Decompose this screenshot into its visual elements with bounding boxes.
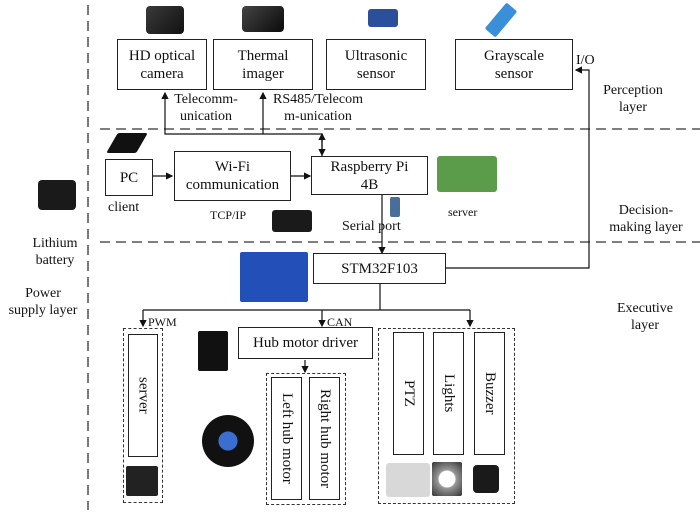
- server-caption: server: [448, 205, 478, 219]
- raspberry-pi-board-image: [437, 156, 497, 192]
- tcpip-label: TCP/IP: [210, 208, 247, 222]
- hd-camera-image: [146, 6, 184, 34]
- pwm-label: PWM: [148, 315, 177, 329]
- buzzer-block: Buzzer: [474, 332, 505, 455]
- lithium-battery-image: [38, 180, 76, 210]
- io-line: [446, 66, 590, 269]
- usb-serial-adapter-image: [390, 197, 400, 217]
- decision-layer-label: Decision-making layer: [609, 203, 683, 235]
- stm32-block: STM32F103: [313, 253, 446, 284]
- pc-block: PC: [105, 159, 153, 196]
- io-label: I/O: [576, 53, 595, 68]
- telecom-label: Telecomm-unication: [174, 92, 238, 124]
- hub-motor-group: [266, 373, 346, 505]
- buzzer-image: [473, 465, 499, 493]
- servo-motor-image: [126, 466, 158, 496]
- serial-port-label: Serial port: [342, 219, 401, 234]
- thermal-imager-image: [242, 6, 284, 32]
- ultrasonic-sensor-image: [368, 9, 398, 27]
- ptz-camera-image: [386, 463, 430, 497]
- ptz-block: PTZ: [393, 332, 424, 455]
- servo-block: server: [128, 334, 158, 457]
- stm32-board-image: [240, 252, 308, 302]
- peripheral-group: [378, 328, 515, 504]
- right-hub-motor-block: Right hub motor: [309, 377, 340, 500]
- hub-motor-driver-block: Hub motor driver: [238, 327, 373, 359]
- pc-client-label: client: [108, 200, 140, 215]
- left-hub-motor-block: Left hub motor: [271, 377, 302, 500]
- motor-driver-image: [198, 331, 228, 371]
- lights-image: [432, 462, 462, 496]
- lights-block: Lights: [433, 332, 464, 455]
- servo-group: [123, 328, 163, 503]
- hub-motor-wheel-image: [202, 415, 254, 467]
- router-image: [272, 210, 312, 232]
- can-label: CAN: [327, 315, 353, 329]
